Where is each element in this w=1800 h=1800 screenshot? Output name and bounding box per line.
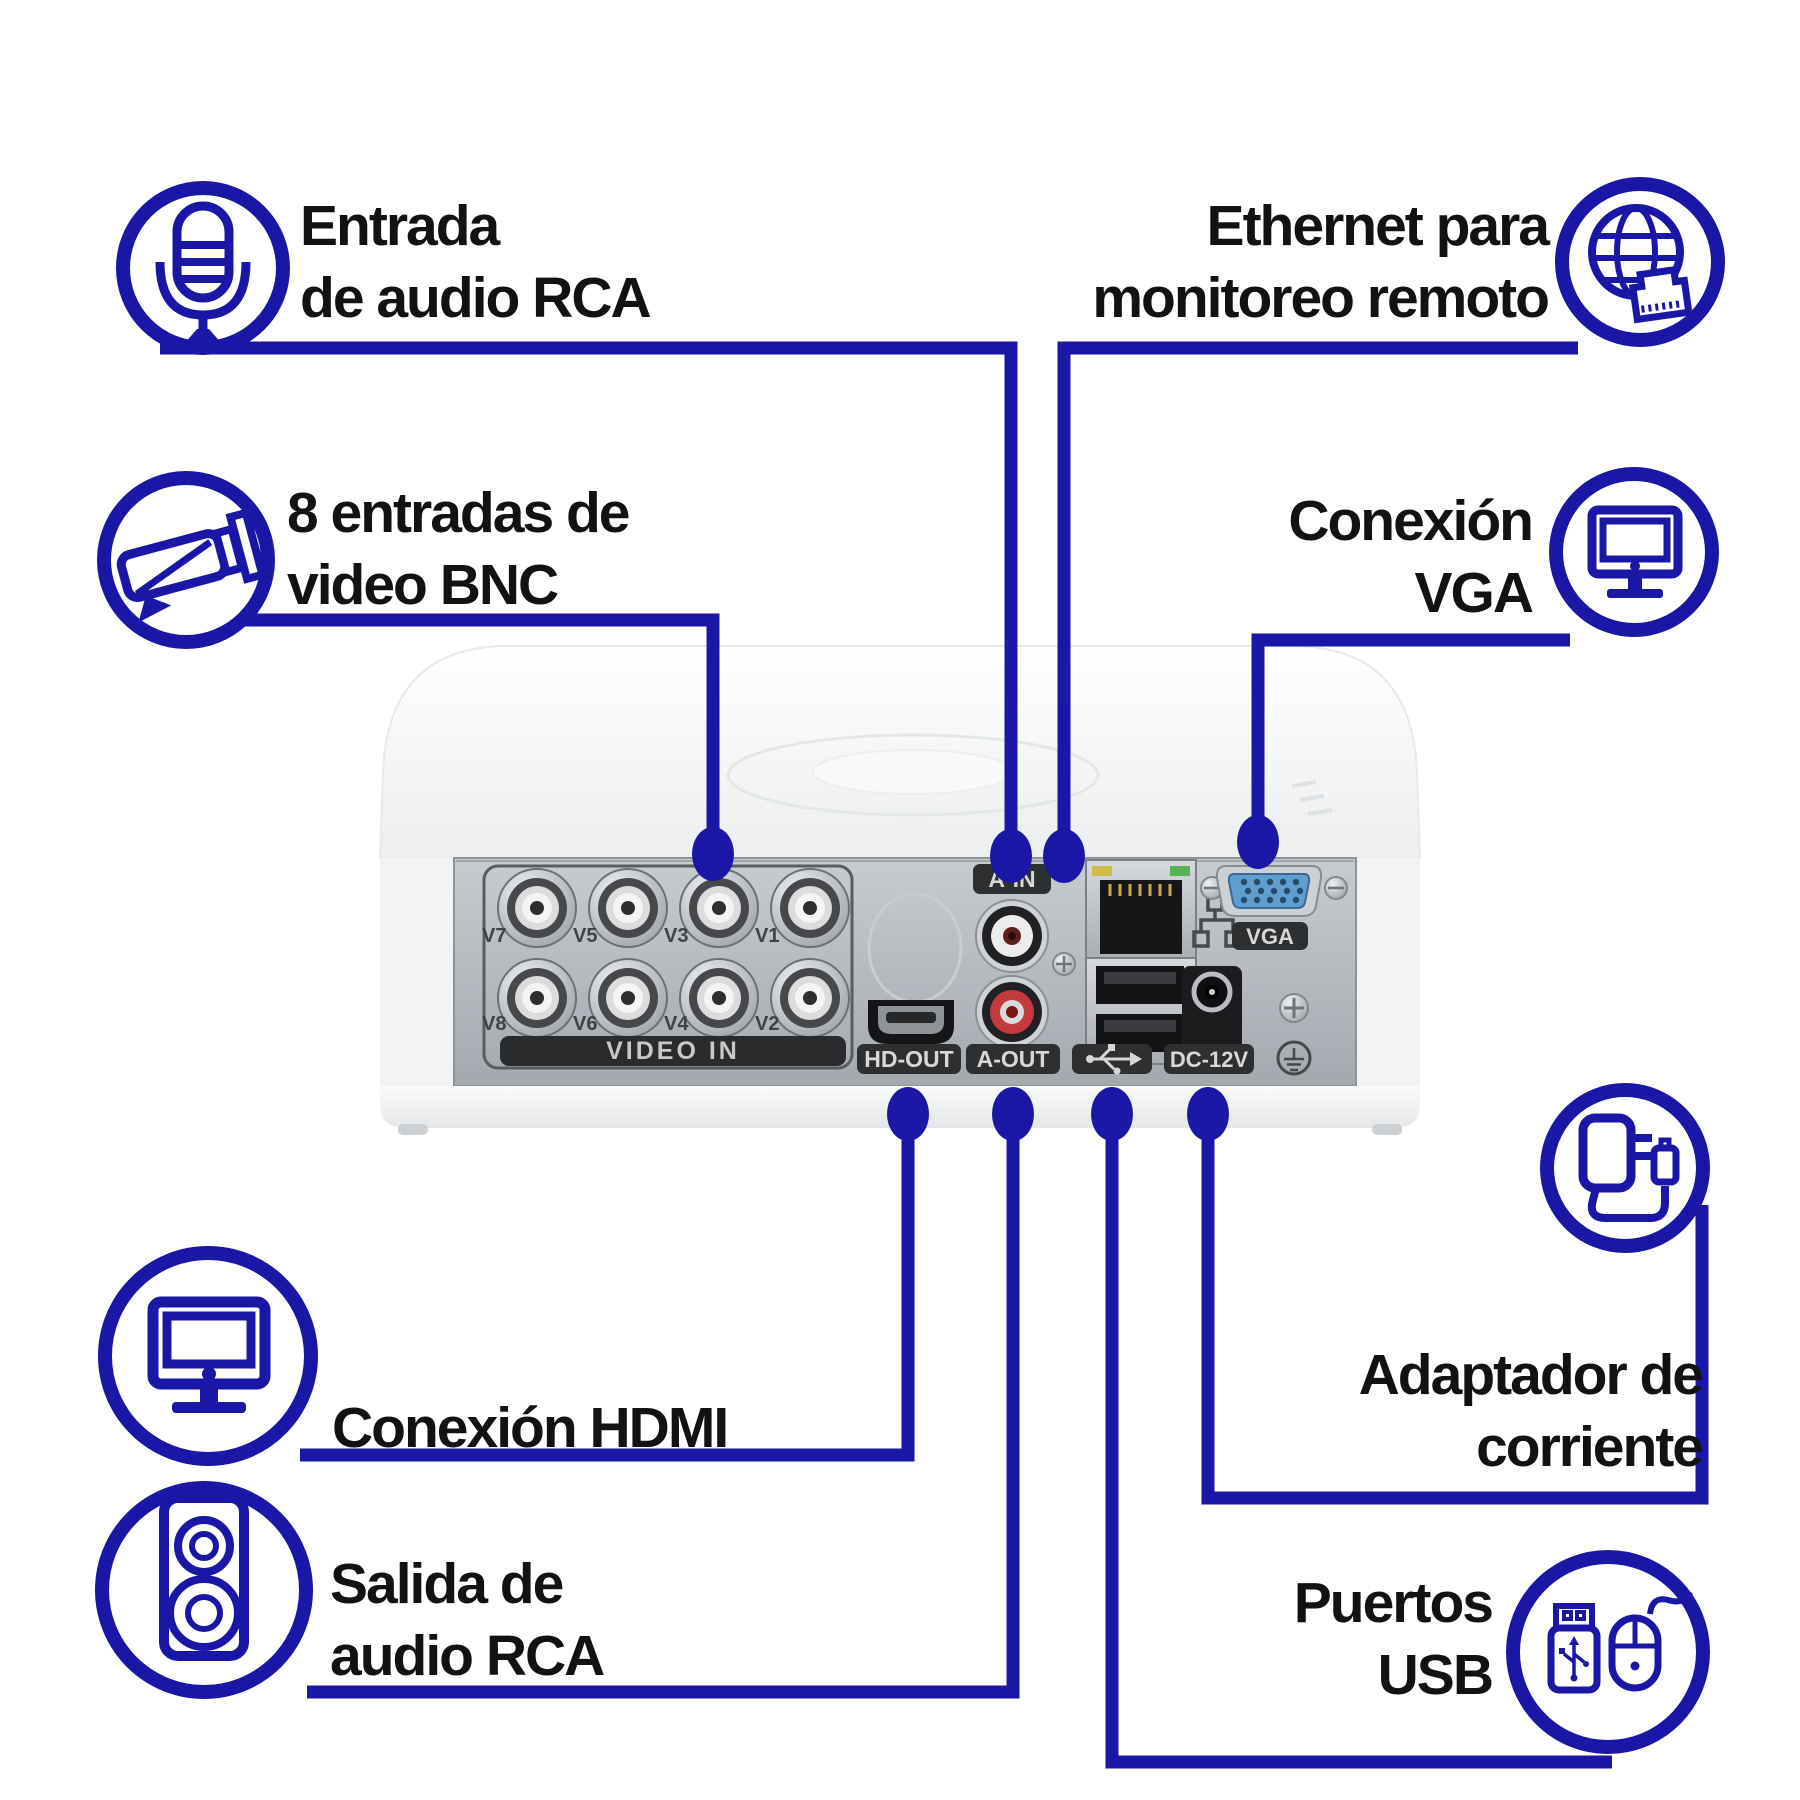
hdmi-label: Conexión HDMI	[332, 1396, 727, 1460]
globe-network-badge	[1555, 177, 1725, 347]
hdmi-callout-line	[300, 1120, 915, 1462]
usb-symbol-label-icon	[1086, 1044, 1142, 1075]
usb-ports	[1072, 957, 1197, 1075]
speaker-badge	[95, 1481, 313, 1699]
usb-dot	[1091, 1087, 1133, 1141]
vga-port: VGA	[1200, 865, 1348, 950]
bnc-port	[588, 868, 668, 948]
power-callout-line	[1201, 1120, 1709, 1505]
video-bnc-label-line2: video BNC	[287, 553, 558, 617]
globe-network-icon	[1588, 204, 1693, 324]
video-bnc-label-line1: 8 entradas de	[287, 481, 629, 545]
bnc-label-v3: V3	[664, 925, 688, 947]
monitor-icon	[1587, 505, 1683, 598]
audio-in-dot	[990, 829, 1032, 883]
cctv-camera-badge	[97, 471, 275, 649]
top-recess-outer	[726, 733, 1100, 817]
bnc-port	[770, 868, 850, 948]
bnc-label-v2: V2	[755, 1013, 779, 1035]
dc-power-jack: DC-12V	[1164, 966, 1254, 1074]
hdmi-port: HD-OUT	[857, 1000, 961, 1074]
usb-and-mouse-icon	[1547, 1590, 1693, 1694]
a-out-label: A-OUT	[977, 1046, 1050, 1072]
ethernet-label-line2: monitoreo remoto	[1092, 266, 1548, 330]
callout-lines	[150, 341, 1709, 1769]
bnc-port	[497, 958, 577, 1038]
dvr-foot-left	[398, 1124, 428, 1135]
bnc-port	[497, 868, 577, 948]
ground-screw	[1279, 993, 1309, 1023]
speaker-icon	[159, 1493, 249, 1661]
audio-out-callout-line	[307, 1120, 1020, 1699]
power-label-line2: corriente	[1476, 1415, 1702, 1479]
ethernet-callout-line	[1057, 341, 1578, 835]
bnc-port	[770, 958, 850, 1038]
audio-in-label-line1: Entrada	[300, 194, 502, 258]
usb-label-line2: USB	[1378, 1643, 1492, 1707]
hdmi-dot	[887, 1087, 929, 1141]
vga-label-line2: VGA	[1414, 561, 1532, 625]
ethernet-label-line1: Ethernet para	[1207, 194, 1552, 258]
video-bnc-dot	[692, 827, 734, 881]
dc-12v-label: DC-12V	[1170, 1047, 1249, 1072]
power-dot	[1187, 1087, 1229, 1141]
audio-out-dot	[992, 1087, 1034, 1141]
monitor-icon	[147, 1296, 271, 1413]
ethernet-port	[1085, 859, 1197, 961]
bnc-label-v6: V6	[573, 1013, 597, 1035]
bnc-connectors	[497, 868, 850, 1038]
top-vent-marks	[1291, 780, 1333, 816]
ethernet-led-green	[1170, 866, 1190, 876]
video-in-label-bar	[500, 1036, 846, 1066]
bnc-label-v4: V4	[664, 1013, 689, 1035]
bnc-port	[679, 868, 759, 948]
cctv-camera-icon	[116, 508, 268, 623]
audio-out-label-line2: audio RCA	[330, 1624, 604, 1688]
audio-in-label-line2: de audio RCA	[300, 266, 651, 330]
bnc-label-v5: V5	[573, 925, 597, 947]
usb-callout-line	[1105, 1120, 1612, 1769]
dvr-foot-right	[1372, 1124, 1402, 1135]
vga-screw-right	[1324, 876, 1348, 900]
top-recess-inner	[812, 749, 1014, 795]
power-label-line1: Adaptador de	[1359, 1343, 1703, 1407]
bnc-video-in-block: V7 V5 V3 V1 V8 V6 V4 V2 VIDEO IN	[482, 864, 854, 1070]
ground-symbol-icon	[1276, 1040, 1312, 1076]
bnc-label-v7: V7	[482, 925, 506, 947]
microphone-badge	[116, 181, 290, 355]
audio-in-callout-line	[160, 341, 1018, 835]
bnc-port	[679, 958, 759, 1038]
audio-out-label-line1: Salida de	[330, 1552, 563, 1616]
vga-monitor-badge	[1549, 467, 1719, 637]
panel-screw	[1052, 952, 1076, 976]
power-adapter-icon	[1578, 1113, 1680, 1222]
callout-endpoint-dots	[692, 815, 1279, 1141]
vga-callout-line	[1251, 633, 1570, 822]
microphone-icon	[155, 201, 251, 344]
power-adapter-badge	[1540, 1083, 1710, 1253]
bnc-label-v8: V8	[482, 1013, 506, 1035]
vga-label: VGA	[1246, 924, 1294, 949]
video-in-label: VIDEO IN	[606, 1037, 740, 1065]
bnc-label-v1: V1	[755, 925, 779, 947]
hdmi-monitor-badge	[98, 1246, 318, 1466]
vga-dot	[1237, 815, 1279, 869]
ethernet-led-yellow	[1092, 866, 1112, 876]
usb-label-line1: Puertos	[1294, 1571, 1493, 1635]
usb-and-mouse-badge	[1506, 1550, 1710, 1754]
vga-label-line1: Conexión	[1288, 489, 1532, 553]
dvr-device: V7 V5 V3 V1 V8 V6 V4 V2 VIDEO IN A-IN	[378, 645, 1422, 1135]
audio-out-rca-port: A-OUT	[966, 975, 1060, 1074]
ethernet-dot	[1043, 829, 1085, 883]
bnc-port	[588, 958, 668, 1038]
hd-out-label: HD-OUT	[864, 1046, 953, 1072]
video-bnc-callout-line	[150, 613, 720, 832]
